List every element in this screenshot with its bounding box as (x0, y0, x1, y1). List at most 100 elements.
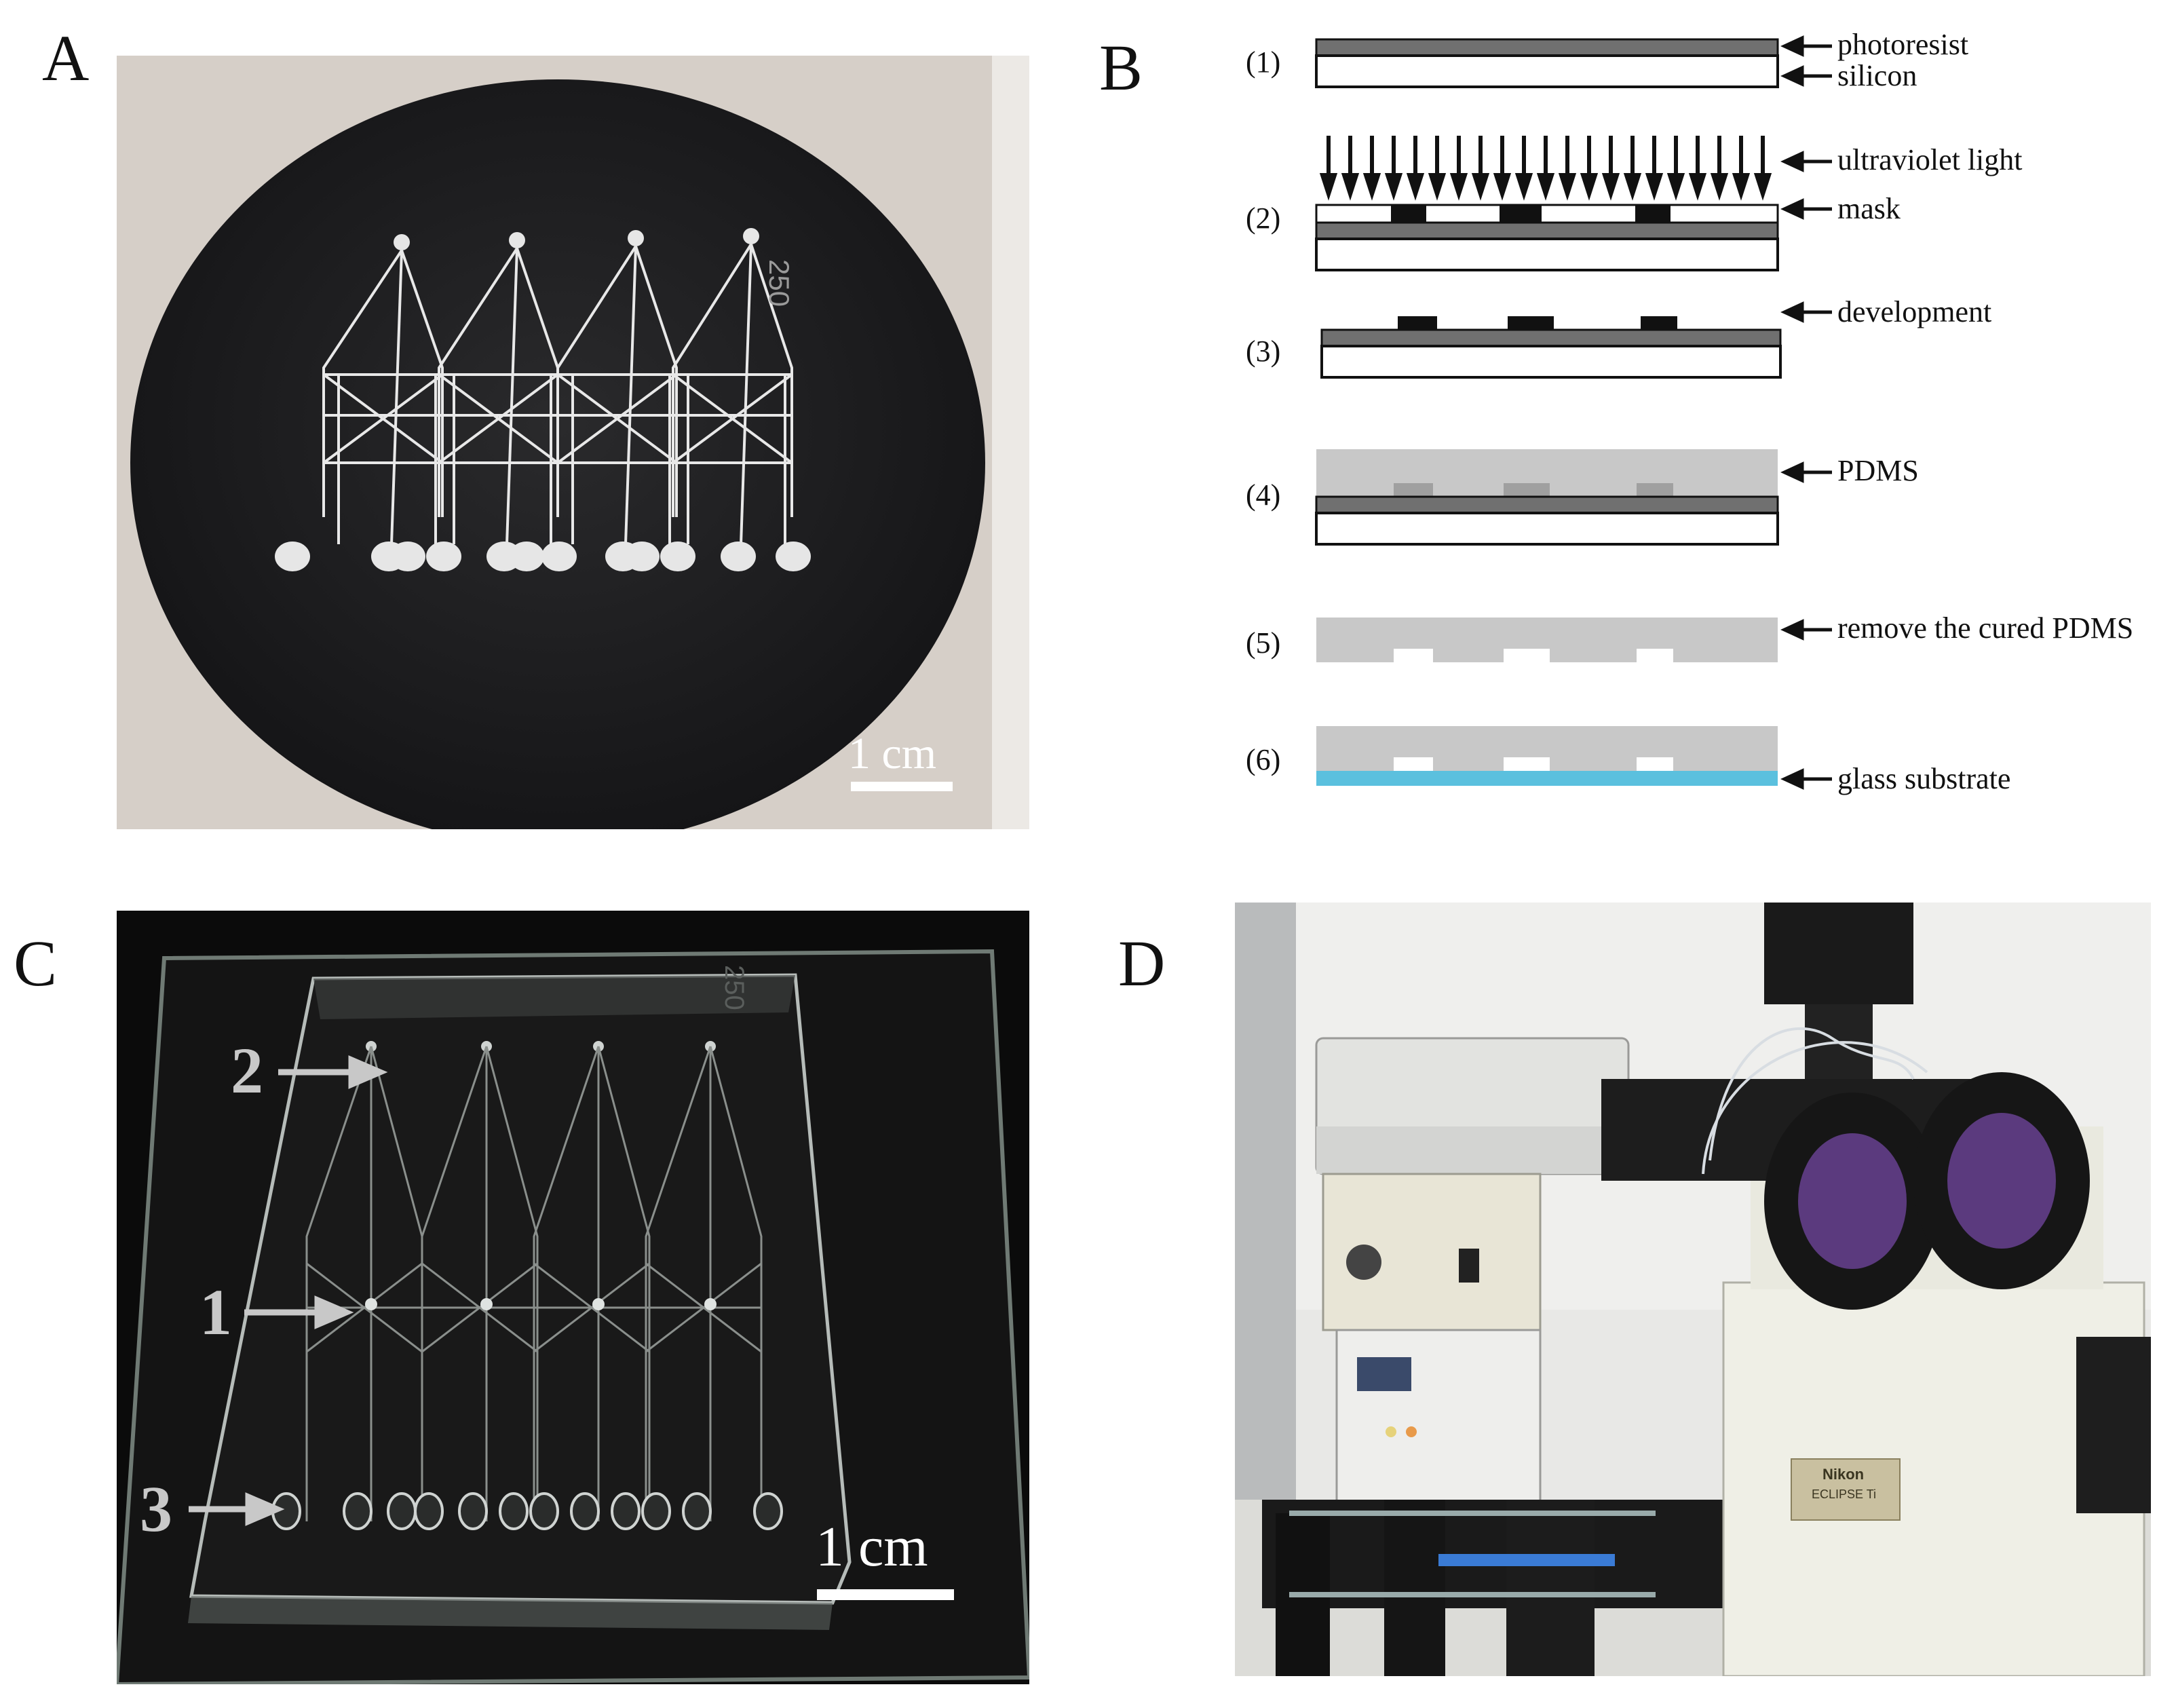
uv-arrow-head (1688, 173, 1707, 201)
channel-line (390, 250, 403, 545)
mold-feature (1394, 483, 1433, 497)
panel-letter-d: D (1118, 927, 1166, 1000)
chip-outlets (271, 1492, 783, 1530)
uv-arrow-head (1514, 173, 1533, 201)
keyboard (2076, 1337, 2151, 1513)
annotation-1: 1 (199, 1276, 232, 1348)
uv-arrows (1319, 136, 1772, 201)
uv-arrow-head (1406, 173, 1425, 201)
sealed-channel (1504, 757, 1550, 771)
annotation-3: 3 (140, 1473, 172, 1545)
junction-port (365, 1298, 377, 1310)
channel-reservoirs (275, 228, 811, 571)
pdms-channel (1504, 649, 1550, 662)
channel-line (556, 373, 678, 464)
outlet-port (570, 1492, 600, 1530)
channel-line (597, 1046, 651, 1521)
glass-substrate (1316, 771, 1778, 786)
outlet-port (414, 1492, 444, 1530)
step-5-label: (5) (1246, 626, 1281, 660)
outlet-reservoir (624, 542, 660, 571)
outlet-port (387, 1492, 417, 1530)
mask-block (1391, 205, 1426, 223)
uv-arrow-head (1319, 173, 1338, 201)
outlet-port (611, 1492, 641, 1530)
junction-port (592, 1298, 605, 1310)
mold-feature (1637, 483, 1673, 497)
pdms-channel (1394, 649, 1433, 662)
outlet-port (499, 1492, 529, 1530)
channel-line (505, 248, 518, 545)
label-silicon: silicon (1837, 59, 1917, 92)
fabrication-schematic (1315, 35, 1832, 790)
uv-arrow-head (1732, 173, 1751, 201)
junction-port (480, 1298, 493, 1310)
developed-feature (1641, 316, 1677, 330)
outlet-port (458, 1492, 488, 1530)
pdms-channel (1637, 649, 1673, 662)
photoresist-layer-3 (1320, 328, 1782, 347)
mask-block (1635, 205, 1671, 223)
label-ultraviolet-light: ultraviolet light (1837, 143, 2023, 176)
channel-line (322, 373, 444, 464)
channel-line (400, 250, 444, 517)
chip-label: 250 (719, 965, 749, 1010)
panel-letter-a: A (42, 22, 90, 94)
junction-port (704, 1298, 717, 1310)
photoresist-layer-4 (1315, 495, 1779, 514)
outlet-port (682, 1492, 712, 1530)
silicon-layer-4 (1315, 512, 1779, 546)
uv-arrow-head (1493, 173, 1512, 201)
outlet-reservoir (721, 542, 756, 571)
channel-line (750, 244, 793, 517)
label-glass-substrate: glass substrate (1837, 762, 2011, 795)
scale-label-a: 1 cm (848, 729, 937, 778)
wafer-illustration (117, 56, 1029, 829)
step-6-label: (6) (1246, 743, 1281, 776)
scale-label-c: 1 cm (816, 1515, 928, 1578)
outlet-port (271, 1492, 301, 1530)
channel-line (322, 249, 403, 517)
brand-text: Nikon (1822, 1466, 1865, 1483)
step-2-label: (2) (1246, 202, 1281, 235)
label-remove-cured-pdms: remove the cured PDMS (1837, 611, 2134, 645)
photoresist-layer-1 (1315, 38, 1779, 57)
outlet-port (343, 1492, 373, 1530)
uv-arrow-head (1753, 173, 1772, 201)
channel-line (421, 1046, 488, 1521)
uv-arrow-head (1449, 173, 1468, 201)
chip-channels (305, 1041, 763, 1521)
inlet-hole (394, 234, 410, 250)
model-text: ECLIPSE Ti (1812, 1487, 1877, 1501)
uv-arrow-head (1384, 173, 1403, 201)
inlet-hole (743, 228, 759, 244)
uv-arrow-head (1623, 173, 1642, 201)
scale-bar-c (817, 1589, 954, 1600)
silicon-layer-3 (1320, 345, 1782, 379)
uv-arrow-head (1536, 173, 1555, 201)
outlet-port (641, 1492, 671, 1530)
microscope-setup-photo: Nikon ECLIPSE Ti (1235, 903, 2151, 1676)
channel-line (305, 1046, 373, 1521)
uv-arrow-head (1601, 173, 1620, 201)
developed-feature (1508, 316, 1554, 330)
mold-feature (1504, 483, 1550, 497)
inlet-hole (628, 230, 644, 246)
sealed-channel (1637, 757, 1673, 771)
inlet-hole (509, 232, 525, 248)
channel-line (485, 1046, 539, 1521)
developed-feature (1398, 316, 1437, 330)
label-development: development (1837, 295, 1992, 328)
microscope-illustration (1235, 903, 2151, 1676)
outlet-reservoir (776, 542, 811, 571)
channel-line (634, 246, 678, 517)
mask-block (1500, 205, 1542, 223)
step-1-label: (1) (1246, 45, 1281, 79)
silicon-layer-1 (1315, 54, 1779, 88)
channel-line (556, 245, 637, 517)
label-arrows (1780, 35, 1832, 790)
mask-layer (1315, 204, 1779, 224)
uv-arrow-head (1341, 173, 1360, 201)
step-4-label: (4) (1246, 478, 1281, 512)
channel-line (645, 1046, 712, 1521)
